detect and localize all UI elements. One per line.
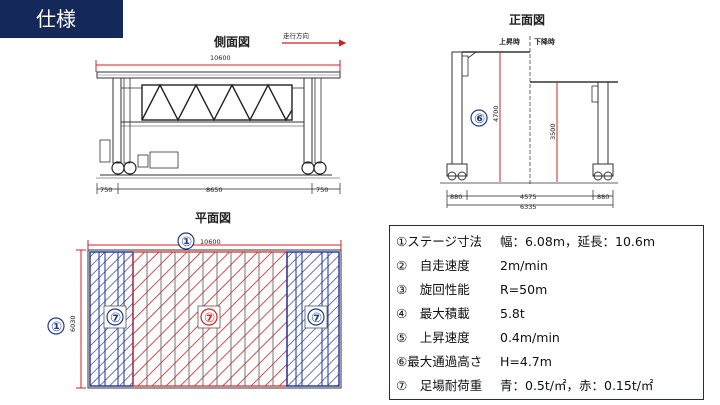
marker-6: ⑥ — [474, 112, 485, 127]
front-view: 正面図 上昇時 下降時 4700 3500 ⑥ 880 4575 — [440, 13, 618, 211]
title-banner — [0, 0, 123, 38]
marker-7-center: ⑦ — [204, 311, 215, 326]
marker-6-circle — [470, 109, 488, 127]
spec-row-1: ①ステージ寸法 幅：6.08m，延長：10.6m — [396, 232, 655, 252]
lowered-label: 下降時 — [534, 37, 555, 46]
spec-table: ①ステージ寸法 幅：6.08m，延長：10.6m ② 自走速度 2m/min ③… — [389, 225, 704, 400]
plan-width-label: 6030 — [69, 315, 77, 332]
front-dim-left: 880 — [450, 193, 462, 201]
spec-value: 0.4m/min — [500, 330, 560, 345]
plan-view: 平面図 ① 10600 ① 6030 — [47, 211, 342, 389]
spec-value: H=4.7m — [500, 354, 552, 369]
front-view-title: 正面図 — [509, 13, 545, 27]
marker-1-length: ① — [181, 235, 192, 250]
spec-label: ② 自走速度 — [396, 258, 470, 273]
height-raised-label: 4700 — [492, 105, 500, 122]
spec-value: 青：0.5t/㎡，赤：0.15t/㎡ — [500, 378, 654, 393]
spec-row-5: ⑤ 上昇速度 0.4m/min — [396, 328, 560, 348]
plan-length-label: 10600 — [200, 238, 221, 246]
side-dim-left: 750 — [100, 186, 112, 194]
spec-label: ④ 最大積載 — [396, 306, 470, 321]
spec-row-7: ⑦ 足場耐荷重 青：0.5t/㎡，赤：0.15t/㎡ — [396, 376, 653, 396]
marker-7-right: ⑦ — [311, 311, 322, 326]
side-view: 側面図 走行方向 10600 — [95, 31, 347, 194]
spec-row-3: ③ 旋回性能 R=50m — [396, 280, 547, 300]
front-dim-right: 880 — [597, 193, 609, 201]
side-length-label: 10600 — [210, 54, 231, 62]
spec-value: 幅：6.08m，延長：10.6m — [500, 234, 656, 249]
side-dim-center: 8650 — [206, 186, 223, 194]
side-view-title: 側面図 — [213, 34, 250, 49]
front-total-width: 6335 — [520, 203, 537, 211]
plan-view-title: 平面図 — [195, 211, 231, 225]
spec-row-2: ② 自走速度 2m/min — [396, 256, 548, 276]
spec-label: ③ 旋回性能 — [396, 282, 470, 297]
spec-label: ⑦ 足場耐荷重 — [396, 378, 483, 393]
spec-value: 2m/min — [500, 258, 548, 273]
spec-label: ⑤ 上昇速度 — [396, 330, 470, 345]
marker-7-left: ⑦ — [110, 311, 121, 326]
spec-value: R=50m — [500, 282, 548, 297]
direction-label: 走行方向 — [283, 31, 309, 40]
spec-label: ⑥最大通過高さ — [396, 354, 483, 369]
spec-row-4: ④ 最大積載 5.8t — [396, 304, 525, 324]
spec-row-6: ⑥最大通過高さ H=4.7m — [396, 352, 552, 372]
front-dim-center: 4575 — [520, 193, 537, 201]
marker-1-width: ① — [51, 320, 62, 335]
height-lowered-label: 3500 — [549, 123, 557, 140]
page-title: 仕様 — [36, 7, 76, 31]
spec-label: ①ステージ寸法 — [396, 234, 482, 249]
raised-label: 上昇時 — [499, 37, 520, 46]
spec-value: 5.8t — [500, 306, 525, 321]
side-dim-right: 750 — [316, 186, 328, 194]
